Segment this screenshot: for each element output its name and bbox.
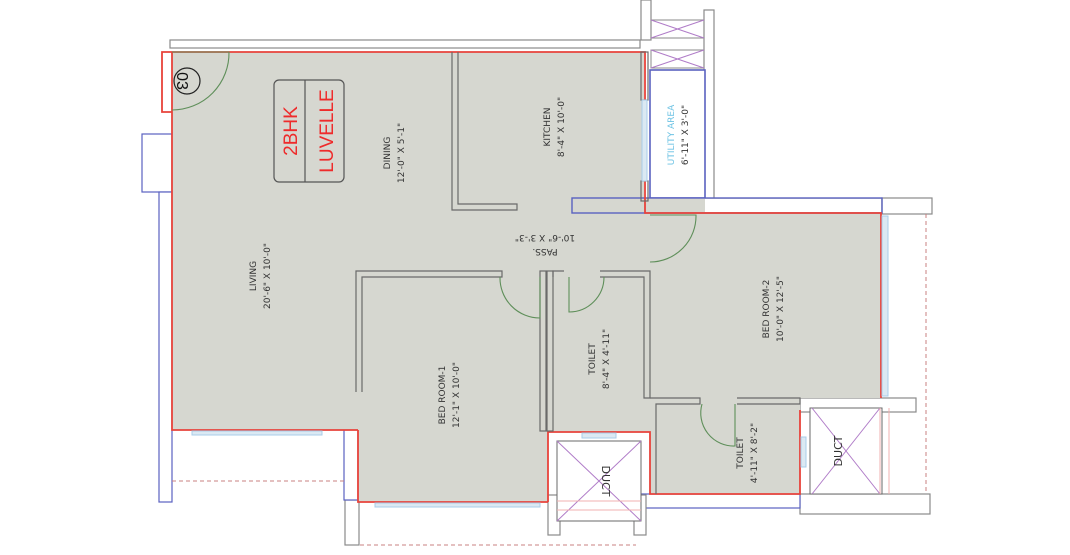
living-size: 20'-6" X 10'-0" [263, 243, 273, 309]
living-name: LIVING [249, 261, 259, 291]
toilet1-size: 8'-4" X 4'-11" [602, 329, 612, 389]
duct-2: DUCT [809, 407, 890, 495]
room-utility: UTILITY AREA 6'-11" X 3'-0" [667, 104, 691, 165]
unit-type: 2BHK [281, 106, 302, 156]
room-bedroom1: BED ROOM-1 12'-1" X 10'-0" [438, 362, 462, 428]
room-toilet2: TOILET 4'-11" X 8'-2" [736, 423, 760, 483]
toilet1-window [581, 432, 617, 439]
kitchen-window [641, 99, 648, 182]
floor-area [172, 52, 882, 502]
toilet2-door [700, 403, 736, 447]
toilet2-size: 4'-11" X 8'-2" [750, 423, 760, 483]
project-name: LUVELLE [317, 89, 338, 172]
room-kitchen: KITCHEN 8'-4" X 10'-0" [543, 97, 567, 157]
doors [171, 51, 736, 447]
living-window [191, 430, 323, 436]
bedroom2-name: BED ROOM-2 [762, 280, 772, 339]
utility-size: 6'-11" X 3'-0" [681, 105, 691, 165]
bedroom2-size: 10'-0" X 12'-5" [776, 276, 786, 342]
duct-2-label: DUCT [832, 435, 845, 466]
duct-1: DUCT [556, 440, 642, 522]
room-toilet1: TOILET 8'-4" X 4'-11" [588, 329, 612, 389]
brand-box: 2BHK LUVELLE [273, 79, 345, 183]
passage-name: PASS. [532, 246, 557, 256]
toilet1-door [568, 276, 605, 313]
unit-number-badge: 03 [173, 67, 201, 95]
bedroom1-door [499, 276, 541, 319]
duct-1-label: DUCT [599, 466, 612, 497]
toilet1-name: TOILET [588, 343, 598, 376]
windows [191, 99, 889, 508]
kitchen-size: 8'-4" X 10'-0" [557, 97, 567, 157]
passage-size: 10'-6" X 3'-3" [515, 232, 575, 242]
utility-shaft [650, 19, 705, 69]
utility-area [649, 69, 706, 199]
kitchen-name: KITCHEN [543, 108, 553, 147]
bedroom1-window [374, 502, 541, 508]
room-passage: PASS. 10'-6" X 3'-3" [515, 232, 575, 256]
bedroom1-size: 12'-1" X 10'-0" [452, 362, 462, 428]
toilet2-name: TOILET [736, 437, 746, 470]
room-living: LIVING 20'-6" X 10'-0" [249, 243, 273, 309]
unit-number: 03 [173, 72, 190, 90]
dining-name: DINING [383, 137, 393, 170]
main-door [171, 51, 230, 111]
room-bedroom2: BED ROOM-2 10'-0" X 12'-5" [762, 276, 786, 342]
interior-walls [355, 51, 801, 494]
bedroom2-door [649, 214, 697, 263]
bedroom1-name: BED ROOM-1 [438, 366, 448, 425]
room-dining: DINING 12'-0" X 5'-1" [383, 123, 407, 183]
utility-name: UTILITY AREA [667, 104, 677, 165]
bedroom2-window [881, 215, 889, 397]
dining-size: 12'-0" X 5'-1" [397, 123, 407, 183]
toilet2-window [800, 436, 807, 468]
